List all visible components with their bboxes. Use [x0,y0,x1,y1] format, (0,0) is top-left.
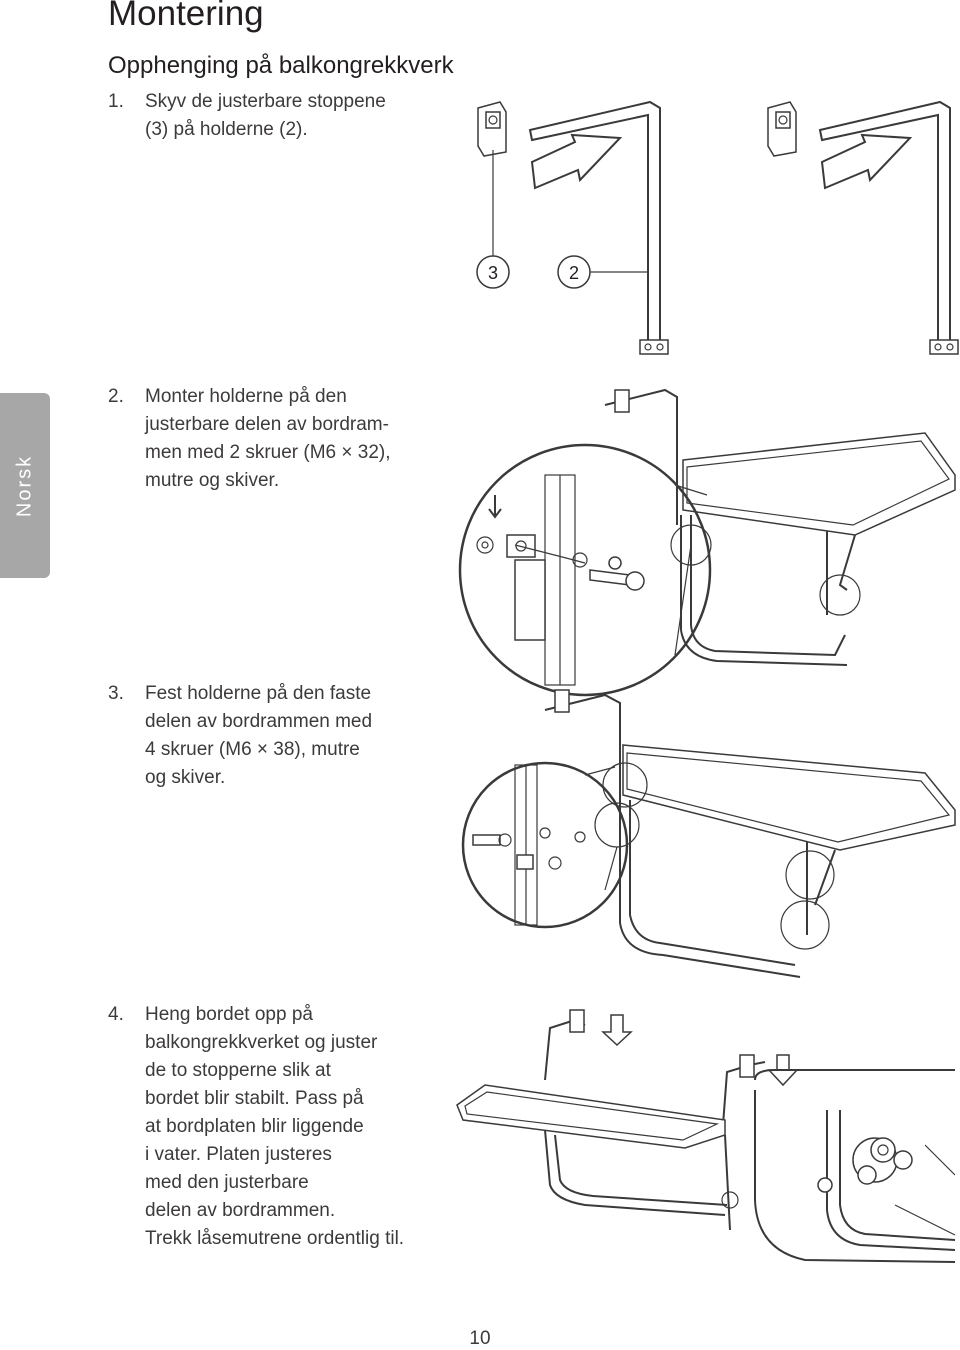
step-text-line: Trekk låsemutrene ordentlig til. [145,1228,405,1249]
step-text-line: Monter holderne på den [145,386,347,407]
step-text-line: Fest holderne på den faste [145,683,372,704]
step-3: 3. Fest holderne på den faste delen av b… [108,680,448,795]
holder-stopper-illustration: 3 2 [476,100,959,355]
step-number: 3. [108,683,124,704]
page-title: Montering [108,0,264,33]
callout-stopper [476,255,510,289]
step-text-line: Heng bordet opp på [145,1004,313,1025]
section-subtitle: Opphenging på balkongrekkverk [108,52,454,79]
page-number: 10 [469,1328,491,1349]
callout-holder [557,255,591,289]
step-number: 1. [108,91,124,112]
step-4: 4. Heng bordet opp på balkongrekkverket … [108,1001,458,1251]
language-tab: Norsk [0,393,50,578]
step-text-line: i vater. Platen justeres [145,1144,332,1165]
step-text-line: balkongrekkverket og juster [145,1032,378,1053]
step-number: 4. [108,1004,124,1025]
adjustable-frame-mount-illustration [458,388,956,697]
language-tab-label: Norsk [13,454,36,517]
step-text-line: justerbare delen av bordram- [145,414,389,435]
step-number: 2. [108,386,124,407]
step-text-line: (3) på holderne (2). [145,119,308,140]
callout-stopper-label: 3 [488,263,498,283]
step-text-line: og skiver. [145,767,226,788]
step-text-line: 4 skruer (M6 × 38), mutre [145,739,360,760]
hanging-table-illustration [456,1009,956,1263]
step-text-line: delen av bordrammen. [145,1200,336,1221]
step-text-line: mutre og skiver. [145,470,280,491]
step-text-line: bordet blir stabilt. Pass på [145,1088,364,1109]
callout-holder-label: 2 [569,263,579,283]
step-text-line: Skyv de justerbare stoppene [145,91,386,112]
step-text-line: at bordplaten blir liggende [145,1116,364,1137]
step-text-line: med den justerbare [145,1172,309,1193]
step-text-line: men med 2 skruer (M6 × 32), [145,442,391,463]
step-2: 2. Monter holderne på den justerbare del… [108,383,448,498]
step-text-line: delen av bordrammen med [145,711,373,732]
fixed-frame-mount-illustration [461,689,956,978]
step-text-line: de to stopperne slik at [145,1060,331,1081]
step-1: 1. Skyv de justerbare stoppene (3) på ho… [108,88,488,148]
